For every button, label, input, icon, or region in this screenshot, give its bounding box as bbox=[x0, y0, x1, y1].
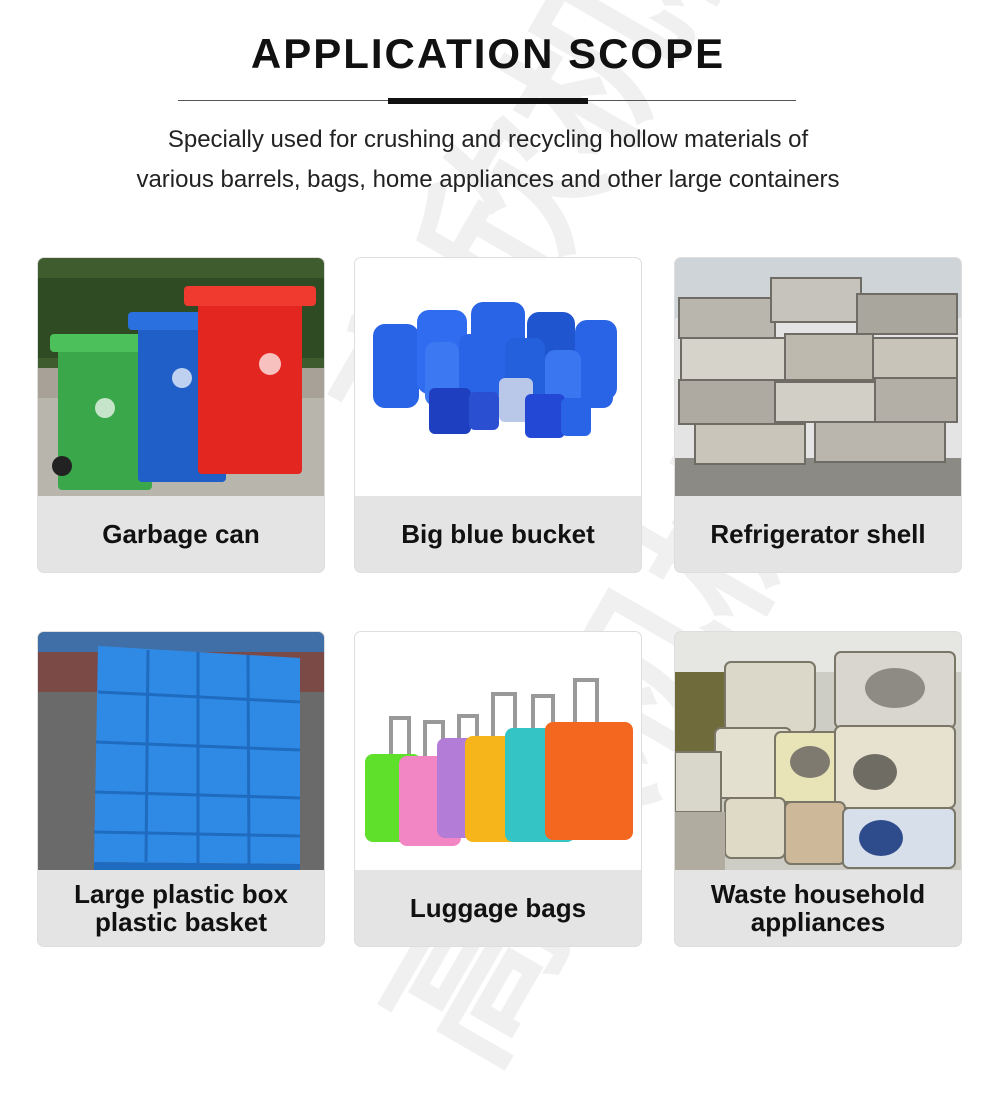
card-caption: Garbage can bbox=[38, 496, 324, 572]
title-underline-accent bbox=[388, 98, 588, 104]
card-large-plastic-box: Large plastic box plastic basket bbox=[38, 632, 324, 946]
caption-line: Refrigerator shell bbox=[710, 519, 926, 549]
luggage-bags-photo bbox=[355, 632, 641, 870]
description-line-2: various barrels, bags, home appliances a… bbox=[136, 166, 840, 193]
caption-line: Waste household bbox=[710, 879, 926, 909]
caption-line: Garbage can bbox=[102, 519, 260, 549]
caption-line: Luggage bags bbox=[409, 893, 587, 923]
garbage-can-photo bbox=[38, 258, 324, 496]
card-caption: Big blue bucket bbox=[355, 496, 641, 572]
card-refrigerator-shell: Refrigerator shell bbox=[675, 258, 961, 572]
caption-line: Large plastic box bbox=[74, 879, 288, 909]
card-caption: Waste household appliances bbox=[675, 870, 961, 946]
blue-bucket-photo bbox=[355, 258, 641, 496]
card-caption: Luggage bags bbox=[355, 870, 641, 946]
card-garbage-can: Garbage can bbox=[38, 258, 324, 572]
page-title: APPLICATION SCOPE bbox=[250, 30, 726, 77]
description-line-1: Specially used for crushing and recyclin… bbox=[167, 126, 809, 153]
refrigerator-shell-photo bbox=[675, 258, 961, 496]
card-big-blue-bucket: Big blue bucket bbox=[355, 258, 641, 572]
caption-line: Big blue bucket bbox=[401, 519, 595, 549]
plastic-box-photo bbox=[38, 632, 324, 870]
card-waste-household-appliances: Waste household appliances bbox=[675, 632, 961, 946]
card-luggage-bags: Luggage bags bbox=[355, 632, 641, 946]
waste-appliances-photo bbox=[675, 632, 961, 870]
caption-line: plastic basket bbox=[95, 907, 267, 937]
caption-line: appliances bbox=[750, 907, 886, 937]
card-caption: Refrigerator shell bbox=[675, 496, 961, 572]
card-caption: Large plastic box plastic basket bbox=[38, 870, 324, 946]
